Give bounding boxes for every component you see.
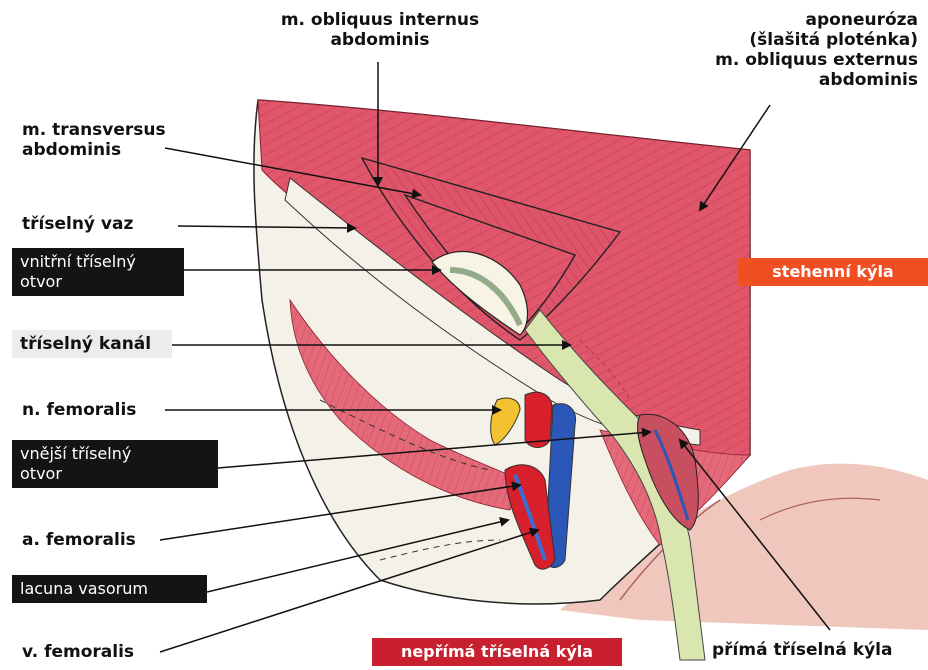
label-triselny-vaz: tříselný vaz	[22, 214, 133, 234]
label-neprima-kyla: nepřímá tříselná kýla	[372, 638, 622, 666]
label-lacuna-vasorum: lacuna vasorum	[12, 575, 207, 603]
label-transversus: m. transversus abdominis	[22, 120, 166, 160]
label-prima-kyla: přímá tříselná kýla	[712, 640, 892, 660]
label-aponeurosis: aponeuróza (šlašitá ploténka) m. obliquu…	[640, 10, 918, 90]
label-stehenni-kyla: stehenní kýla	[738, 258, 928, 286]
label-a-femoralis: a. femoralis	[22, 530, 136, 550]
label-v-femoralis: v. femoralis	[22, 642, 134, 662]
label-vnitrni-otvor: vnitřní tříselný otvor	[12, 248, 184, 296]
femoral-artery-shape	[525, 392, 552, 447]
label-n-femoralis: n. femoralis	[22, 400, 136, 420]
label-vnejsi-otvor: vnější tříselný otvor	[12, 440, 218, 488]
label-obliquus-internus: m. obliquus internus abdominis	[250, 10, 510, 50]
label-triselny-kanal: tříselný kanál	[12, 330, 172, 358]
